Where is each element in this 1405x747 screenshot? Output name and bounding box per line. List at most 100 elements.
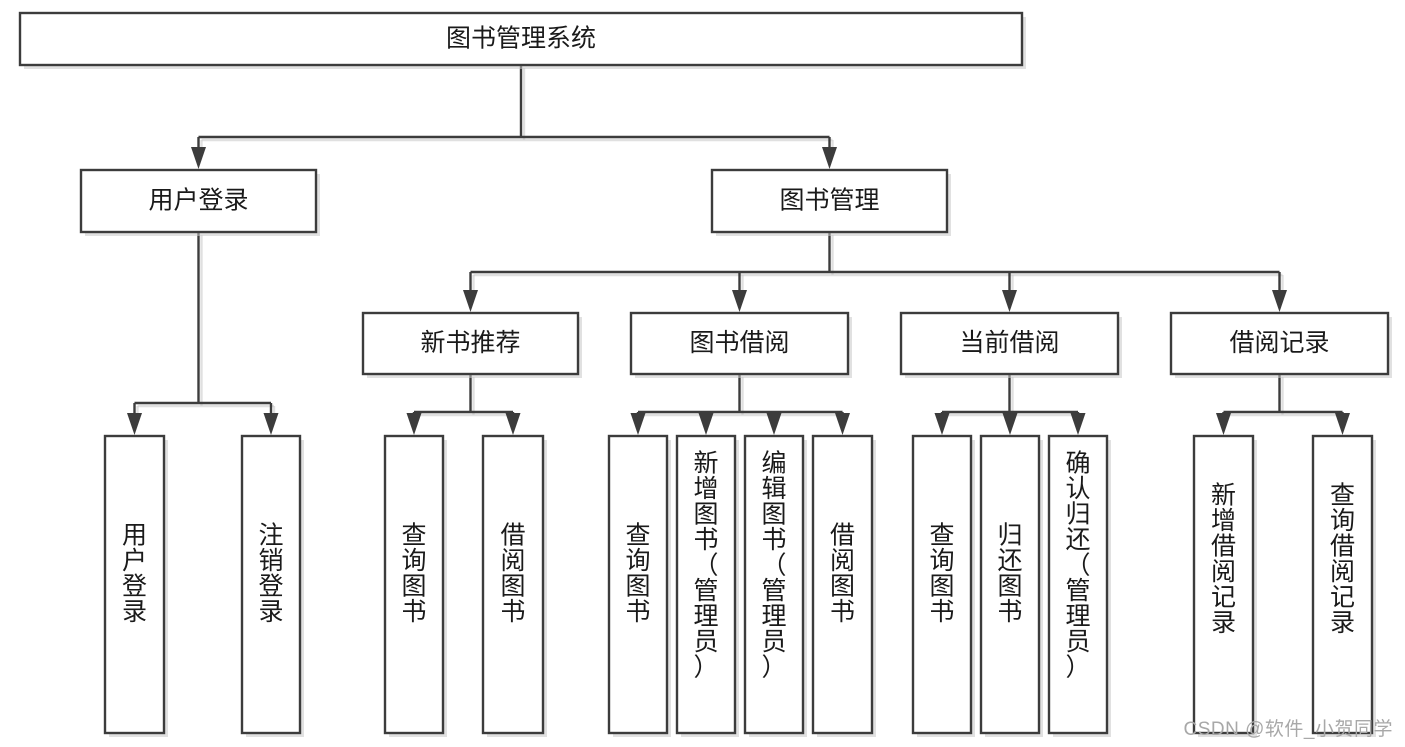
arrow-head — [463, 290, 478, 312]
node-new-book-recommend[interactable]: 新书推荐 — [361, 311, 582, 378]
node-rect[interactable] — [911, 434, 973, 735]
node-label-char: 借 — [500, 522, 525, 550]
node-rect[interactable] — [1192, 434, 1255, 735]
node-label-char: 增 — [1211, 507, 1236, 535]
node-label-char: 查 — [1330, 482, 1355, 510]
node-leaf-user-login[interactable]: 用户登录 — [103, 434, 168, 737]
node-label-char: 阅 — [500, 547, 525, 575]
node-label-char: 理 — [761, 603, 786, 631]
node-label: 图书借阅 — [689, 329, 789, 357]
node-label-char: 书 — [500, 598, 525, 626]
node-label-char: 询 — [929, 547, 954, 575]
node-label: 图书管理 — [779, 187, 879, 215]
node-label-char: 记 — [1330, 584, 1355, 612]
node-rect[interactable] — [743, 434, 805, 735]
node-book-borrow[interactable]: 图书借阅 — [629, 311, 852, 378]
node-rect[interactable] — [811, 434, 874, 735]
node-label-char: 新 — [1211, 482, 1236, 510]
node-label-char: 借 — [1211, 533, 1236, 561]
node-rect[interactable] — [899, 311, 1120, 376]
node-rect[interactable] — [710, 168, 949, 234]
node-label-char: 认 — [1065, 475, 1090, 503]
node-label-char: 书 — [929, 598, 954, 626]
node-label-char: ） — [1065, 654, 1090, 682]
node-rect[interactable] — [361, 311, 580, 376]
node-label-char: 借 — [830, 522, 855, 550]
node-label-char: 查 — [401, 522, 426, 550]
node-user-login[interactable]: 用户登录 — [79, 168, 320, 236]
node-label-char: 员 — [1065, 628, 1090, 656]
node-label-char: 图 — [929, 573, 954, 601]
arrow-head — [127, 413, 142, 435]
node-label-char: 书 — [625, 598, 650, 626]
node-label-char: 管 — [693, 577, 718, 605]
node-label-char: 增 — [693, 475, 718, 503]
node-label-char: 理 — [1065, 603, 1090, 631]
node-label-char: 还 — [997, 547, 1022, 575]
arrow-head — [698, 413, 714, 435]
node-label-char: 用 — [122, 522, 147, 550]
arrow-head — [1335, 413, 1350, 435]
node-root-book-management-system[interactable]: 图书管理系统 — [18, 11, 1026, 69]
arrow-head — [505, 413, 521, 435]
node-current-borrow[interactable]: 当前借阅 — [899, 311, 1122, 378]
node-rect[interactable] — [629, 311, 850, 376]
node-rect[interactable] — [383, 434, 445, 735]
node-label-char: 查 — [625, 522, 650, 550]
node-rect[interactable] — [675, 434, 737, 735]
node-rect[interactable] — [1311, 434, 1374, 735]
node-label-char: 记 — [1211, 584, 1236, 612]
node-label: 用户登录 — [148, 187, 248, 215]
node-label-char: 阅 — [1330, 558, 1355, 586]
node-rect[interactable] — [79, 168, 318, 234]
node-label-char: 询 — [625, 547, 650, 575]
node-label-char: （ — [693, 552, 718, 580]
node-rect[interactable] — [1047, 434, 1109, 735]
node-label-char: 书 — [401, 598, 426, 626]
node-rect[interactable] — [979, 434, 1041, 735]
node-label-char: 图 — [693, 501, 718, 529]
node-label-char: 销 — [258, 547, 283, 575]
arrow-head — [406, 413, 422, 435]
node-book-manage[interactable]: 图书管理 — [710, 168, 951, 236]
node-rect[interactable] — [18, 11, 1024, 67]
node-label-char: 编 — [761, 450, 786, 478]
node-label-char: 录 — [258, 598, 283, 626]
node-label-char: 书 — [693, 526, 718, 554]
node-label-char: 查 — [929, 522, 954, 550]
node-label-char: 员 — [693, 628, 718, 656]
node-label-char: 录 — [1211, 609, 1236, 637]
node-label-char: 录 — [1330, 609, 1355, 637]
arrow-head — [934, 413, 950, 435]
node-label: 图书管理系统 — [446, 25, 596, 53]
arrow-head — [766, 413, 782, 435]
node-label-char: 员 — [761, 628, 786, 656]
arrow-head — [1002, 413, 1018, 435]
arrow-head — [822, 147, 837, 169]
node-borrow-record[interactable]: 借阅记录 — [1169, 311, 1392, 378]
node-rect[interactable] — [240, 434, 302, 735]
node-rect[interactable] — [103, 434, 166, 735]
node-rect[interactable] — [607, 434, 669, 735]
node-rect[interactable] — [1169, 311, 1390, 376]
node-label-char: （ — [761, 552, 786, 580]
node-label-char: 图 — [761, 501, 786, 529]
node-label-char: 图 — [830, 573, 855, 601]
node-rect[interactable] — [481, 434, 545, 735]
node-label-char: 管 — [761, 577, 786, 605]
node-label-char: ） — [761, 654, 786, 682]
